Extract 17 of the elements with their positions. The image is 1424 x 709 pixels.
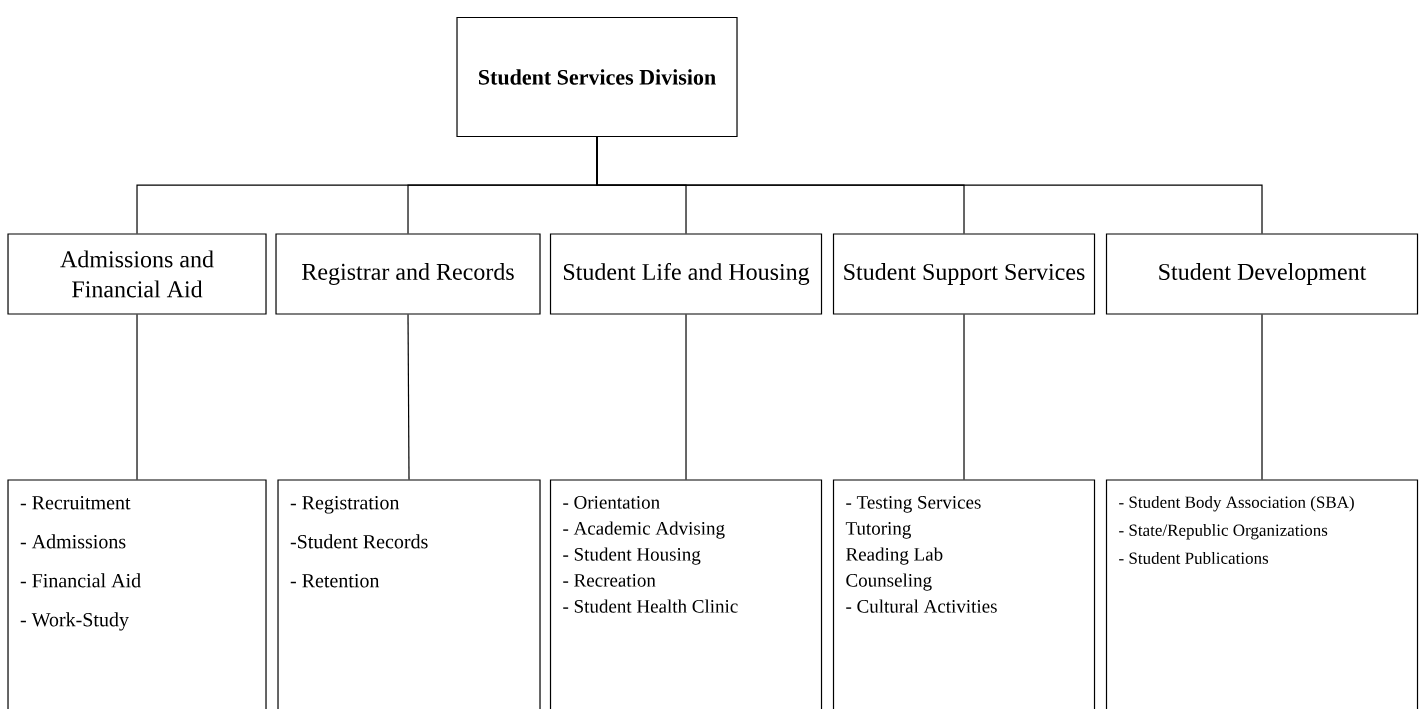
department-box: Student Life and Housing [549, 233, 823, 315]
services-list-box: - Orientation - Academic Advising - Student Housing - Recreation - Student Health Clinic [549, 479, 823, 709]
connector-line [1261, 314, 1263, 480]
services-list-box: - Recruitment - Admissions - Financial Aid - Work-Study [7, 479, 267, 709]
connector-line [407, 314, 410, 480]
division-box: Student Services Division [456, 16, 738, 138]
department-box: Registrar and Records [275, 233, 541, 315]
department-box: Student Support Services [832, 233, 1096, 315]
connector-line [963, 314, 965, 480]
connector-line [136, 314, 138, 480]
connector-line [685, 314, 687, 480]
connector-line [596, 136, 1263, 234]
department-box: Student Development [1105, 233, 1419, 315]
services-list-box: - Student Body Association (SBA) - State/Republic Organizations - Student Publications [1105, 479, 1419, 709]
department-box: Admissions and Financial Aid [7, 233, 267, 315]
services-list-box: - Testing Services Tutoring Reading Lab Counseling - Cultural Activities [832, 479, 1096, 709]
services-list-box: - Registration -Student Records - Retention [277, 479, 541, 709]
